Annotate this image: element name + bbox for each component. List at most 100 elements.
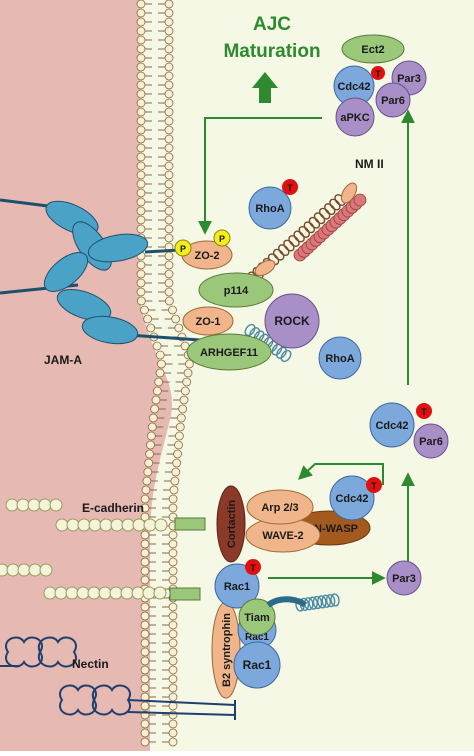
lipid-head bbox=[136, 296, 146, 306]
lipid-head bbox=[140, 647, 150, 657]
lipid-head bbox=[152, 386, 162, 396]
lipid-head bbox=[164, 116, 174, 126]
lipid-head bbox=[168, 719, 178, 729]
tiam-linker bbox=[266, 596, 308, 608]
lipid-head bbox=[136, 188, 146, 198]
svg-text:aPKC: aPKC bbox=[340, 112, 369, 124]
protein-par6-top bbox=[375, 82, 411, 118]
actin-monomer bbox=[318, 207, 331, 220]
lipid-head bbox=[179, 395, 189, 405]
lipid-head bbox=[140, 575, 150, 585]
lipid-head bbox=[168, 530, 178, 540]
svg-text:P: P bbox=[219, 234, 225, 244]
lipid-head bbox=[168, 602, 178, 612]
title-line-ajc: AJC bbox=[253, 14, 291, 35]
polarity-complex-top: Ect2 Cdc42 Par3 Par6 aPKC T bbox=[333, 34, 427, 137]
svg-text:Par6: Par6 bbox=[381, 95, 405, 107]
lipid-head bbox=[152, 341, 162, 351]
svg-text:Arp 2/3: Arp 2/3 bbox=[261, 502, 298, 514]
cadherin-domain bbox=[154, 518, 168, 532]
lipid-head bbox=[168, 503, 178, 513]
cadherin-domain bbox=[27, 498, 41, 512]
svg-text:T: T bbox=[250, 563, 256, 573]
lipid-head bbox=[168, 629, 178, 639]
actin-monomer bbox=[278, 244, 290, 257]
lipid-head bbox=[140, 503, 150, 513]
actin-monomer bbox=[303, 221, 316, 234]
cadherin-domain bbox=[77, 518, 91, 532]
gtp-badge-cdc42-mid bbox=[416, 403, 432, 419]
lipid-head bbox=[164, 152, 174, 162]
lipid-head bbox=[170, 476, 180, 486]
actin-monomer bbox=[329, 198, 341, 211]
lipid-head bbox=[136, 278, 146, 288]
svg-text:T: T bbox=[375, 69, 381, 79]
lipid-head bbox=[164, 8, 174, 18]
lipid-head bbox=[140, 548, 150, 558]
lipid-head bbox=[151, 395, 161, 405]
cadherin-domain bbox=[110, 518, 124, 532]
svg-text:WAVE-2: WAVE-2 bbox=[262, 530, 303, 542]
protein-apkc bbox=[335, 97, 375, 137]
lipid-head bbox=[178, 404, 188, 414]
protein-cdc42-low bbox=[329, 475, 375, 521]
lipid-head bbox=[140, 629, 150, 639]
lipid-head bbox=[136, 179, 146, 189]
lipid-head bbox=[164, 179, 174, 189]
plasma-membrane bbox=[136, 0, 194, 747]
lipid-head bbox=[146, 440, 155, 450]
lipid-head bbox=[136, 197, 146, 207]
phospho-badge-2 bbox=[213, 229, 231, 247]
lipid-head bbox=[168, 557, 178, 567]
lipid-head bbox=[180, 386, 190, 396]
cadherin-domain bbox=[55, 518, 69, 532]
cadherin-domain bbox=[76, 586, 90, 600]
svg-text:Cdc42: Cdc42 bbox=[335, 493, 368, 505]
lipid-head bbox=[164, 143, 174, 153]
lipid-head bbox=[164, 35, 174, 45]
gtp-badge-rac1 bbox=[245, 559, 261, 575]
lipid-head bbox=[140, 683, 150, 693]
lipid-head bbox=[150, 404, 160, 414]
lipid-head bbox=[168, 305, 177, 315]
actin-monomer bbox=[283, 239, 295, 252]
lipid-head bbox=[140, 719, 150, 729]
cadherin-domain bbox=[66, 518, 80, 532]
cadherin-domain bbox=[88, 518, 102, 532]
lipid-head bbox=[164, 170, 174, 180]
e-cadherin-transmembrane bbox=[174, 517, 206, 531]
actin-monomer bbox=[308, 216, 321, 229]
cadherin-domain bbox=[131, 586, 145, 600]
lipid-head bbox=[168, 683, 178, 693]
lipid-head bbox=[168, 674, 178, 684]
arrow-cdc42-to-arp23 bbox=[297, 463, 384, 485]
cadherin-domain bbox=[65, 586, 79, 600]
lipid-head bbox=[164, 89, 174, 99]
lipid-head bbox=[136, 71, 146, 81]
lipid-head bbox=[136, 260, 146, 270]
svg-text:ZO-2: ZO-2 bbox=[194, 250, 219, 262]
svg-text:Par3: Par3 bbox=[397, 73, 421, 85]
lipid-head bbox=[140, 557, 150, 567]
lipid-head bbox=[176, 413, 186, 423]
lipid-head bbox=[164, 62, 174, 72]
actin-filament-upper bbox=[242, 194, 346, 288]
actin-monomer bbox=[280, 349, 292, 363]
cadherin-domain bbox=[153, 586, 167, 600]
actin-monomer bbox=[321, 594, 331, 608]
lipid-head bbox=[136, 206, 146, 216]
svg-text:Par3: Par3 bbox=[392, 573, 416, 585]
cadherin-domain bbox=[132, 518, 146, 532]
svg-text:Cortactin: Cortactin bbox=[226, 500, 238, 549]
label-e-cadherin: E-cadherin bbox=[82, 501, 144, 515]
lipid-head bbox=[136, 35, 146, 45]
lipid-head bbox=[164, 251, 174, 261]
e-cadherin-transmembrane-2 bbox=[169, 587, 201, 601]
lipid-head bbox=[174, 431, 184, 441]
actin-monomer bbox=[308, 596, 318, 610]
protein-rac1-bottom bbox=[233, 641, 281, 689]
lipid-head bbox=[175, 422, 185, 432]
lipid-head bbox=[168, 665, 178, 675]
